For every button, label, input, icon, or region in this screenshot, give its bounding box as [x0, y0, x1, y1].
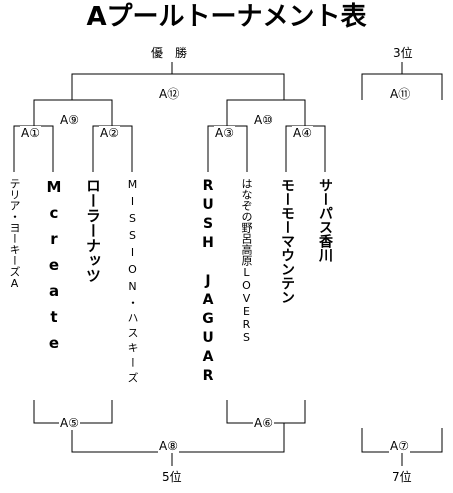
match-a3-label: A③: [214, 126, 235, 140]
match-a11-label: A⑪: [389, 87, 412, 101]
match-a8-label: A⑧: [158, 439, 179, 453]
seventh-place-label: 7位: [391, 470, 413, 484]
page-title: Aプールトーナメント表: [86, 2, 367, 32]
team-hanazono-noro-kogen-lovers: はなぞの野呂高原LOVERS: [240, 178, 253, 344]
champion-label: 優 勝: [150, 46, 189, 60]
fifth-place-label: 5位: [161, 470, 183, 484]
semifinal-right-line: [226, 99, 306, 126]
third-place-label: 3位: [392, 46, 414, 60]
semifinal-left-line: [33, 99, 113, 126]
team-rush-jaguar: RUSH JAGUAR: [200, 178, 216, 387]
match-a12-label: A⑫: [158, 87, 181, 101]
final-line: [71, 73, 285, 100]
match-a6-label: A⑥: [253, 416, 274, 430]
match-a10-label: A⑩: [253, 113, 274, 127]
team-moomoo-mountain: モーモーマウンテン: [279, 178, 295, 304]
team-surpass-kagawa: サーパス香川: [317, 178, 333, 262]
team-mcreate: Mcreate: [45, 178, 63, 360]
match-a4-label: A④: [292, 126, 313, 140]
match-a1-label: A①: [20, 126, 41, 140]
team-roller-nuts: ローラーナッツ: [84, 178, 102, 283]
match-a9-label: A⑨: [59, 113, 80, 127]
match-a2-label: A②: [99, 126, 120, 140]
match-a5-label: A⑤: [59, 416, 80, 430]
team-terrier-yorkies-a: テリア・ヨーキーズA: [8, 178, 21, 290]
team-mission-huskies: MISSION・ハスキーズ: [126, 178, 139, 387]
match-a7-label: A⑦: [389, 439, 410, 453]
